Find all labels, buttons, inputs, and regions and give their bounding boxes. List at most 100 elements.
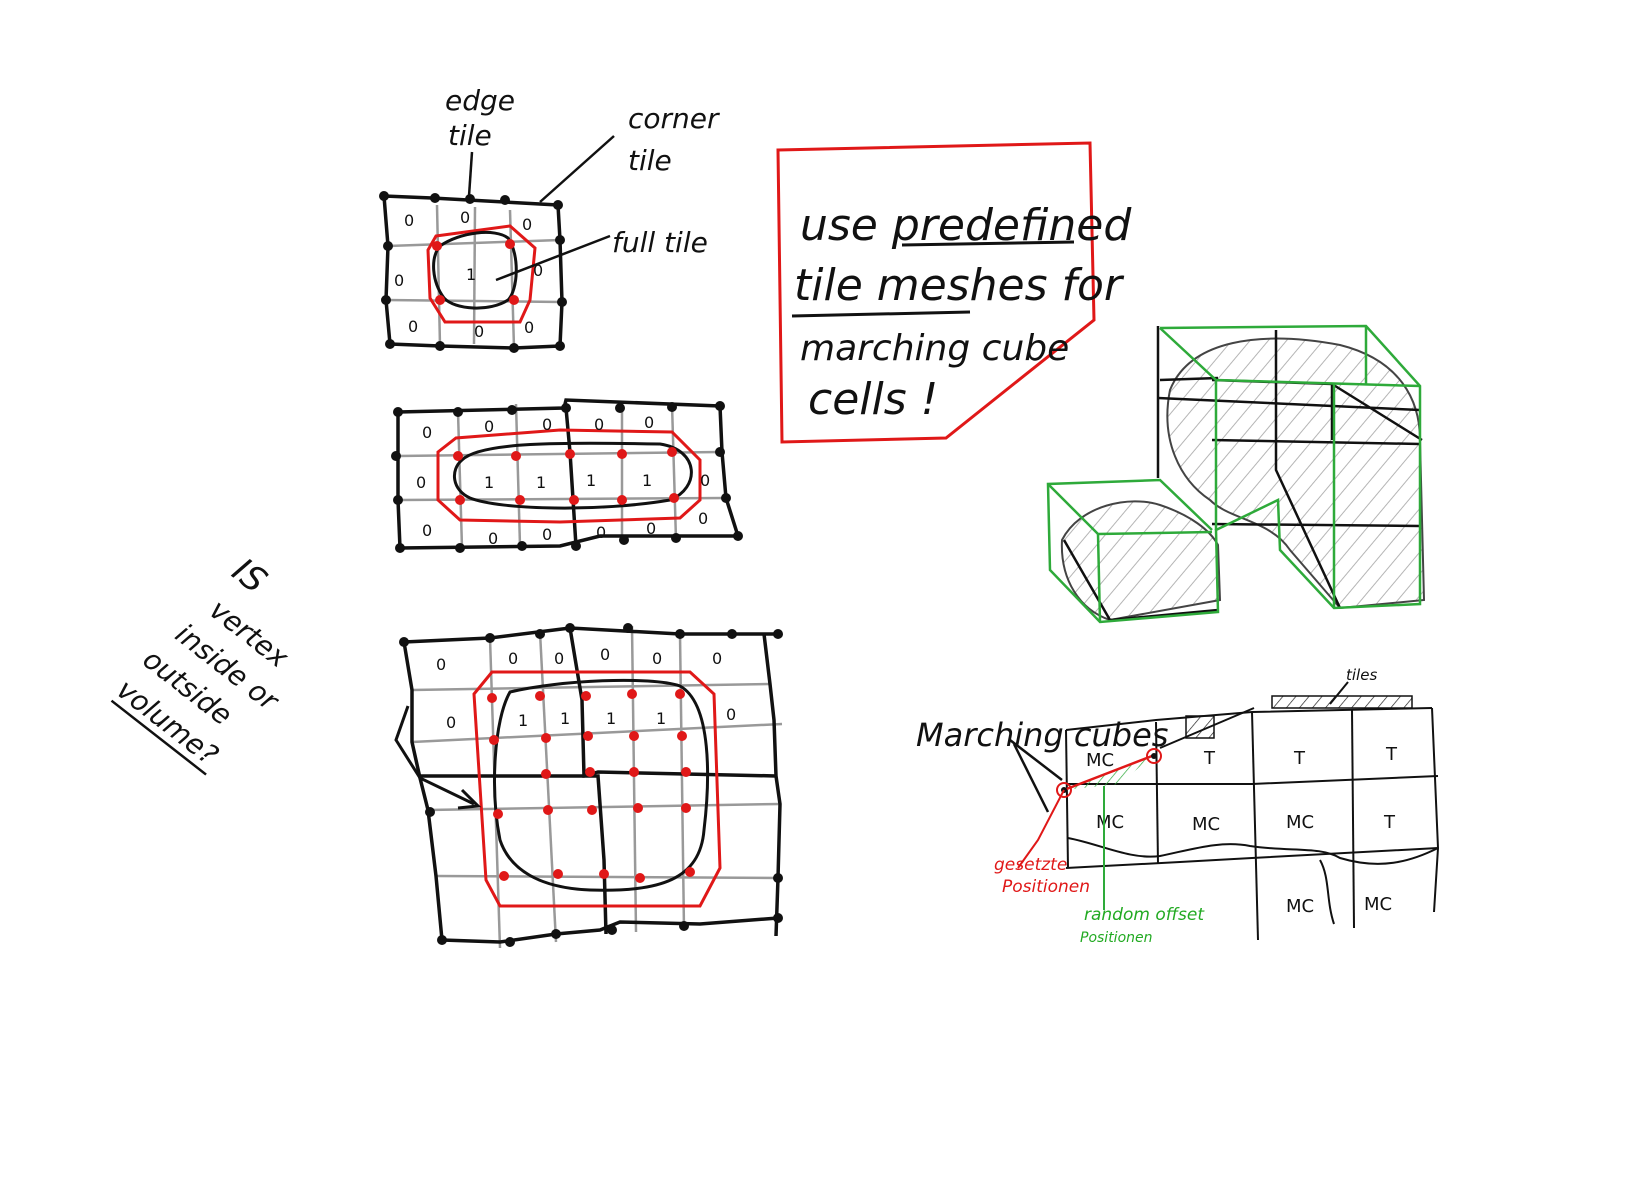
- note-line-4: cells !: [808, 374, 938, 425]
- label-edge-tile: edge tile: [445, 84, 515, 197]
- value-outside: 0: [416, 473, 426, 492]
- tiles-strip: [1271, 695, 1413, 709]
- large-grid-values: 0 0 0 0 0 0 0 0 1 1 1 1: [436, 645, 736, 732]
- note-underline-1: [901, 240, 1075, 247]
- question-arrow: [394, 705, 475, 806]
- large-grid-volume-blob: [493, 678, 710, 892]
- set-position-line: [1063, 754, 1153, 792]
- value-outside: 0: [446, 713, 456, 732]
- value-outside: 0: [436, 655, 446, 674]
- value-inside: 1: [642, 471, 652, 490]
- note-line-2: tile meshes for: [794, 260, 1125, 311]
- label-corner-tile-text: tile: [628, 144, 672, 177]
- value-outside: 0: [646, 519, 656, 538]
- label-full-tile: full tile: [495, 226, 708, 282]
- gesetzte-label: gesetzte: [994, 855, 1067, 875]
- wide-grid-values: 0 0 0 0 0 0 0 0 0 0 0 0 0 1 1 1 1: [416, 413, 710, 548]
- wide-grid-red-dots: [453, 447, 679, 505]
- small-grid: 0 0 0 0 0 0 0 0 1: [379, 191, 567, 353]
- cell-t: T: [1293, 748, 1306, 769]
- value-outside: 0: [700, 471, 710, 490]
- set-position-pointer: [1017, 789, 1065, 869]
- random-offset-label-2: Positionen: [1080, 930, 1153, 946]
- value-outside: 0: [644, 413, 654, 432]
- marching-cubes-diagram: Marching cubes tiles MC T T T MC: [916, 666, 1440, 946]
- value-outside: 0: [404, 211, 414, 230]
- label-edge-text: edge: [445, 84, 515, 117]
- value-inside: 1: [586, 471, 596, 490]
- value-inside: 1: [518, 711, 528, 730]
- corner-tile-pointer: [539, 135, 615, 203]
- value-outside: 0: [474, 322, 484, 341]
- value-outside: 0: [712, 649, 722, 668]
- value-outside: 0: [726, 705, 736, 724]
- small-grid-volume-blob: [432, 231, 518, 310]
- value-outside: 0: [460, 208, 470, 227]
- note-line-2-a: tile meshes: [794, 260, 1048, 311]
- value-inside: 1: [606, 709, 616, 728]
- cell-mc: MC: [1086, 750, 1114, 771]
- value-inside: 1: [484, 473, 494, 492]
- wide-grid-inner-lines: [397, 403, 727, 549]
- label-corner-tile: corner tile: [539, 102, 720, 203]
- cell-mc: MC: [1096, 812, 1124, 833]
- cell-mc: MC: [1364, 894, 1392, 915]
- value-inside: 1: [536, 473, 546, 492]
- cell-t: T: [1203, 748, 1216, 769]
- value-outside: 0: [594, 415, 604, 434]
- cell-t: T: [1383, 812, 1396, 833]
- wide-grid-frame: [396, 398, 740, 550]
- value-outside: 0: [484, 417, 494, 436]
- marching-cubes-label: Marching cubes: [916, 716, 1168, 754]
- small-grid-red-dots: [432, 239, 519, 305]
- set-position-marker: [1056, 782, 1072, 798]
- label-corner-text: corner: [628, 102, 720, 135]
- mc-cell-labels: MC T T T MC MC MC T MC MC: [1086, 744, 1398, 917]
- cell-mc: MC: [1286, 896, 1314, 917]
- label-full-tile-text: full tile: [612, 226, 708, 259]
- note-box-outline: [776, 141, 1096, 444]
- tiles-label: tiles: [1346, 666, 1377, 684]
- question-underline: [110, 699, 207, 776]
- question-arrow-head: [457, 788, 482, 810]
- note-underline-2: [791, 310, 971, 318]
- random-offset-label: random offset: [1084, 905, 1205, 925]
- value-outside: 0: [394, 271, 404, 290]
- wide-grid-red-contour: [436, 428, 702, 524]
- question-line-1: IS: [224, 551, 274, 602]
- cell-t: T: [1385, 744, 1398, 765]
- question-text: IS vertex inside or outside volume?: [110, 551, 295, 776]
- label-edge-tile-text: tile: [448, 119, 492, 152]
- value-outside: 0: [652, 649, 662, 668]
- small-grid-red-contour: [426, 224, 537, 324]
- small-grid-edge-dots: [379, 191, 567, 353]
- set-position-dot: [1151, 753, 1157, 759]
- value-outside: 0: [508, 649, 518, 668]
- value-outside: 0: [488, 529, 498, 548]
- value-outside: 0: [542, 415, 552, 434]
- large-grid: 0 0 0 0 0 0 0 0 1 1 1 1: [399, 623, 783, 949]
- cell-mc: MC: [1192, 814, 1220, 835]
- value-inside: 1: [560, 709, 570, 728]
- value-inside: 1: [466, 265, 476, 284]
- value-outside: 0: [698, 509, 708, 528]
- cubes-3d: [1046, 324, 1426, 624]
- wide-grid-edge-dots: [391, 401, 743, 553]
- note-line-1-a: use: [800, 200, 892, 251]
- value-outside: 0: [422, 521, 432, 540]
- value-outside: 0: [596, 523, 606, 542]
- value-outside: 0: [422, 423, 432, 442]
- value-outside: 0: [408, 317, 418, 336]
- note-line-3: marching cube: [800, 328, 1069, 369]
- tiles-pointer: [1329, 681, 1349, 705]
- value-outside: 0: [533, 261, 543, 280]
- mc-pointer-2: [1012, 743, 1050, 813]
- value-outside: 0: [524, 318, 534, 337]
- value-outside: 0: [600, 645, 610, 664]
- cubes-green-edges: [1046, 324, 1422, 624]
- small-grid-values: 0 0 0 0 0 0 0 0 1: [394, 208, 543, 341]
- large-grid-frame: [402, 626, 782, 944]
- full-tile-pointer: [495, 234, 611, 282]
- note-box: use predefined tile meshes for marching …: [776, 141, 1132, 444]
